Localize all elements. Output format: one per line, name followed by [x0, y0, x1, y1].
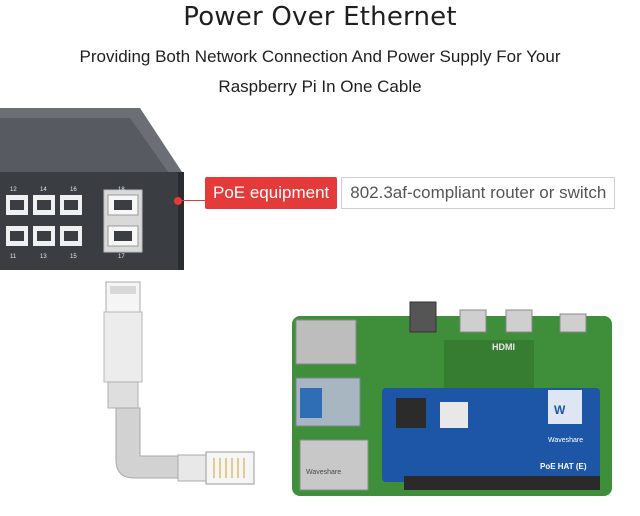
svg-text:W: W	[554, 403, 566, 417]
poe-switch: 12 14 16 18 11 13 15 17	[0, 108, 184, 270]
poe-callout: PoE equipment 802.3af-compliant router o…	[205, 177, 616, 209]
subtitle-line-2: Raspberry Pi In One Cable	[218, 77, 422, 96]
port-label: 14	[40, 187, 47, 193]
callout-leader-line	[182, 200, 206, 201]
page-title: Power Over Ethernet	[183, 2, 457, 32]
port-label: 13	[40, 254, 47, 260]
port-label: 16	[70, 187, 77, 193]
port-label: 18	[118, 187, 125, 193]
port-label: 15	[70, 254, 77, 260]
ethernet-cable	[103, 281, 255, 485]
switch-ports	[6, 189, 143, 253]
jack-brand-label: Waveshare	[306, 469, 341, 476]
callout-description: 802.3af-compliant router or switch	[341, 177, 616, 209]
callout-tag: PoE equipment	[205, 177, 338, 209]
model-label: PoE HAT (E)	[540, 462, 587, 471]
port-label: 17	[118, 254, 125, 260]
port-label: 11	[10, 254, 17, 260]
poe-hat: W	[382, 388, 600, 490]
hdmi-label: HDMI	[492, 342, 515, 352]
brand-label: Waveshare	[548, 437, 583, 444]
callout-dot	[174, 197, 182, 205]
port-label: 12	[10, 187, 17, 193]
subtitle-line-1: Providing Both Network Connection And Po…	[79, 47, 561, 66]
